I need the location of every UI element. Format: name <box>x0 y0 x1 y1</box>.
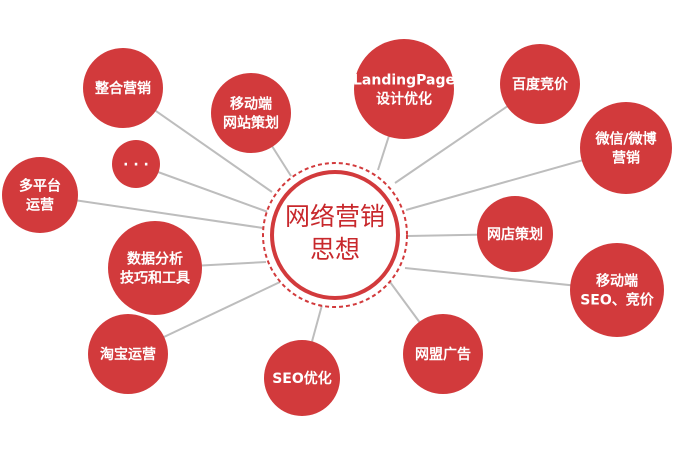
node-label-baidu-line1: 百度竞价 <box>512 76 569 93</box>
node-label-taobao-line1: 淘宝运营 <box>100 346 156 363</box>
node-taobao: 淘宝运营 <box>88 314 168 394</box>
node-label-landing-line1: LandingPage <box>353 73 455 89</box>
node-label-mobile-seo-line2: SEO、竞价 <box>580 292 655 309</box>
node-circle-duopingtai <box>2 157 78 233</box>
center-label-line2: 思想 <box>310 235 360 264</box>
node-label-mobile-site-line1: 移动端 <box>230 96 272 113</box>
center-node: 网络营销 思想 <box>262 162 408 308</box>
node-wangdian: 网店策划 <box>477 196 553 272</box>
node-circle-weixin <box>580 102 672 194</box>
node-label-duopingtai-line1: 多平台 <box>19 178 61 195</box>
node-circle-wangdian <box>477 196 553 272</box>
node-label-duopingtai-line2: 运营 <box>26 197 54 214</box>
node-label-mobile-seo-line1: 移动端 <box>596 273 638 290</box>
node-circle-mobile-seo <box>570 243 664 337</box>
node-baidu: 百度竞价 <box>500 44 580 124</box>
node-label-wangdian-line1: 网店策划 <box>487 226 543 243</box>
node-label-seo-line1: SEO优化 <box>272 370 332 387</box>
node-wangmeng: 网盟广告 <box>403 314 483 394</box>
node-circle-landing <box>354 39 454 139</box>
center-label-line1: 网络营销 <box>285 202 385 231</box>
node-label-shuju-line1: 数据分析 <box>127 251 183 268</box>
node-zhenghe: 整合营销 <box>83 48 163 128</box>
node-circle-ellipsis <box>112 140 160 188</box>
node-circle-taobao <box>88 314 168 394</box>
node-circle-zhenghe <box>83 48 163 128</box>
node-label-zhenghe-line1: 整合营销 <box>94 80 151 97</box>
node-circle-baidu <box>500 44 580 124</box>
node-label-shuju-line2: 技巧和工具 <box>120 270 190 287</box>
node-circle-wangmeng <box>403 314 483 394</box>
node-label-landing-line2: 设计优化 <box>376 91 432 108</box>
node-mobile-seo: 移动端 SEO、竞价 <box>570 243 664 337</box>
node-label-mobile-site-line2: 网站策划 <box>223 115 279 132</box>
node-landing: LandingPage 设计优化 <box>353 39 455 139</box>
node-circle-seo <box>264 340 340 416</box>
node-label-weixin-line2: 营销 <box>612 150 640 167</box>
node-label-weixin-line1: 微信/微博 <box>594 131 656 148</box>
node-circle-mobile-site <box>211 73 291 153</box>
node-seo: SEO优化 <box>264 340 340 416</box>
center-circle <box>270 170 400 300</box>
node-label-wangmeng-line1: 网盟广告 <box>415 346 471 363</box>
node-ellipsis: · · · <box>112 140 160 188</box>
node-circle-shuju <box>108 221 202 315</box>
node-label-ellipsis-line1: · · · <box>123 157 149 173</box>
